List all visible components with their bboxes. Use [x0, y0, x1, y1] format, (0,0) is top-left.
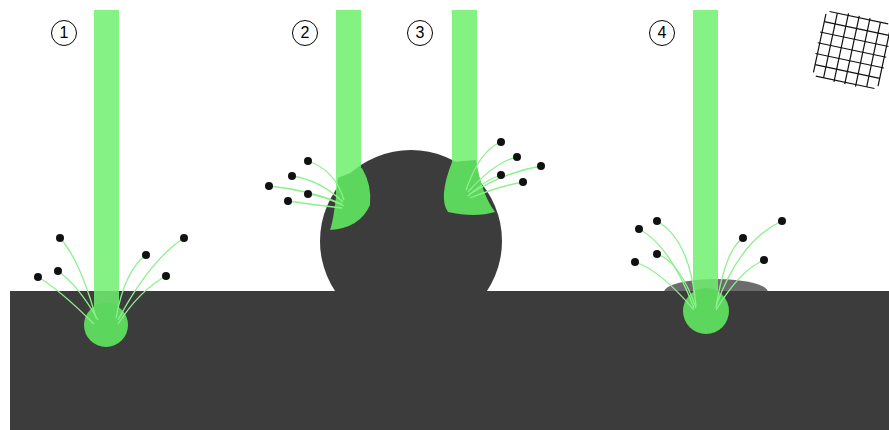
callout-number: 4 — [658, 25, 667, 41]
interaction-zones — [84, 160, 729, 347]
callout-number: 1 — [60, 25, 69, 41]
callout-circle: 4 — [649, 20, 675, 46]
sputter-trajectories — [38, 142, 782, 324]
callout-number: 2 — [301, 25, 310, 41]
particle-sphere — [320, 150, 502, 332]
callout-number: 3 — [416, 25, 425, 41]
ion-beams — [94, 10, 718, 322]
callout-circle: 1 — [51, 20, 77, 46]
callout-circle: 3 — [407, 20, 433, 46]
sputtered-atoms — [34, 138, 786, 281]
mesh-grid — [810, 8, 889, 91]
callout-circle: 2 — [292, 20, 318, 46]
